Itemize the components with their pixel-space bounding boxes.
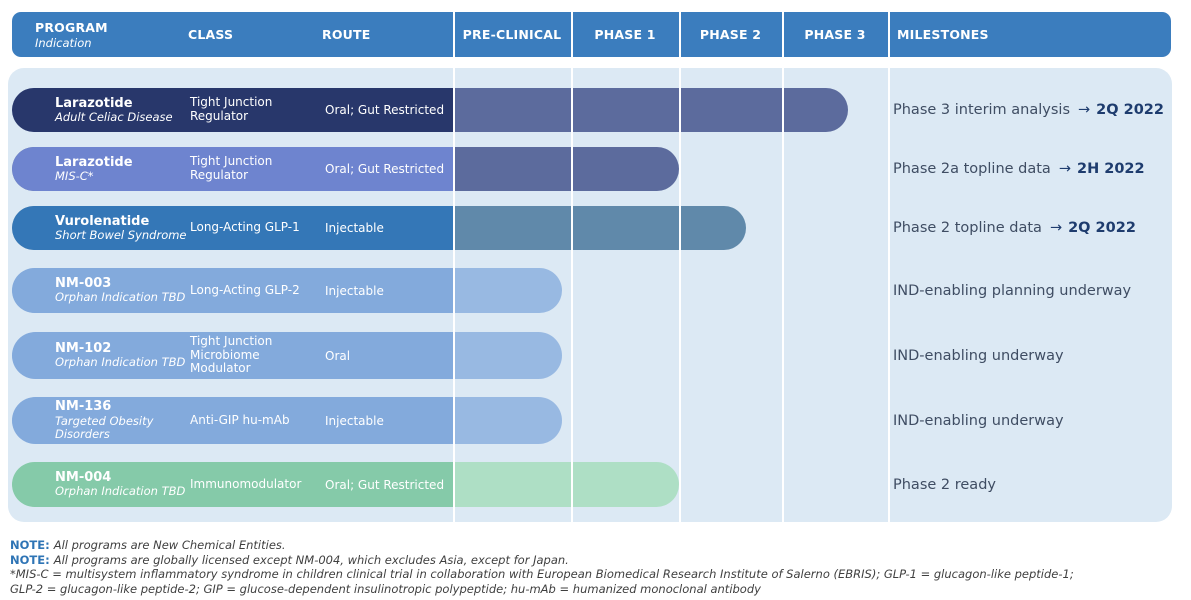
route-cell: Oral; Gut Restricted [325, 162, 445, 176]
program-indication: Adult Celiac Disease [55, 109, 173, 124]
program-pill [12, 147, 453, 191]
program-pill [12, 268, 453, 313]
program-indication: Orphan Indication TBD [55, 290, 186, 305]
program-name: NM-003 [55, 276, 112, 292]
program-indication: MIS-C* [55, 168, 94, 183]
route-cell: Oral; Gut Restricted [325, 103, 445, 117]
note-label: NOTE: [10, 552, 50, 567]
milestone-vurolenatide: Phase 2 topline data → 2Q 2022 [893, 206, 1179, 250]
route-cell: Injectable [325, 413, 384, 428]
column-divider [571, 68, 573, 522]
arrow-right-icon: → [1058, 161, 1071, 177]
milestone-text: Phase 2a topline data [893, 161, 1051, 177]
milestone-date: 2Q 2022 [1096, 102, 1164, 118]
header-milestones-column: MILESTONES [897, 27, 989, 42]
header-divider [571, 12, 573, 57]
program-cell: NM-102 Orphan Indication TBD [55, 332, 191, 379]
route-cell: Injectable [325, 283, 384, 298]
program-indication: Short Bowel Syndrome [55, 227, 187, 242]
class-cell: Tight Junction Regulator [190, 154, 273, 182]
route-cell: Oral; Gut Restricted [325, 477, 445, 492]
program-indication: Orphan Indication TBD [55, 355, 186, 370]
program-indication: Targeted Obesity Disorders [55, 413, 154, 442]
header-divider [888, 12, 890, 57]
header-phase1-column: PHASE 1 [594, 27, 656, 42]
milestone-text: Phase 3 interim analysis [893, 102, 1070, 118]
pipeline-row-nm102: NM-102 Orphan Indication TBD Tight Junct… [12, 332, 562, 379]
program-cell: Vurolenatide Short Bowel Syndrome [55, 206, 191, 250]
milestone-date: 2H 2022 [1076, 161, 1145, 177]
pipeline-row-vurolenatide: Vurolenatide Short Bowel Syndrome Long-A… [12, 206, 746, 250]
program-cell: NM-004 Orphan Indication TBD [55, 462, 191, 507]
class-cell: Immunomodulator [190, 476, 302, 491]
program-pill [12, 462, 453, 507]
header-class-column: CLASS [188, 27, 234, 42]
milestone-larazotide-celiac: Phase 3 interim analysis → 2Q 2022 [893, 88, 1179, 132]
pipeline-header: PROGRAM Indication CLASS ROUTE PRE-CLINI… [12, 12, 1171, 57]
class-cell: Long-Acting GLP-1 [190, 220, 300, 235]
program-name: NM-136 [55, 399, 112, 415]
program-name: NM-102 [55, 341, 112, 357]
header-preclinical-column: PRE-CLINICAL [462, 27, 562, 42]
program-name: Larazotide [55, 95, 133, 111]
route-cell: Injectable [325, 221, 384, 235]
header-divider [782, 12, 784, 57]
milestone-text: Phase 2 topline data [893, 220, 1042, 236]
milestone-nm003: IND-enabling planning underway [893, 268, 1179, 313]
milestone-text: Phase 2 ready [893, 476, 996, 493]
pipeline-row-nm003: NM-003 Orphan Indication TBD Long-Acting… [12, 268, 562, 313]
header-phase3-column: PHASE 3 [804, 27, 866, 42]
column-divider [888, 68, 890, 522]
program-indication: Orphan Indication TBD [55, 484, 186, 499]
milestone-larazotide-misc: Phase 2a topline data → 2H 2022 [893, 147, 1179, 191]
header-divider [679, 12, 681, 57]
arrow-right-icon: → [1078, 102, 1091, 118]
header-program-label: PROGRAM [35, 19, 108, 35]
pipeline-row-larazotide-celiac: Larazotide Adult Celiac Disease Tight Ju… [12, 88, 848, 132]
milestone-nm102: IND-enabling underway [893, 332, 1179, 379]
note-line: GLP-2 = glucagon-like peptide-2; GIP = g… [10, 581, 761, 596]
milestone-text: IND-enabling underway [893, 412, 1064, 429]
program-cell: Larazotide Adult Celiac Disease [55, 88, 191, 132]
header-phase2-column: PHASE 2 [699, 27, 762, 42]
header-program-column: PROGRAM Indication [35, 12, 185, 57]
milestone-text: IND-enabling underway [893, 347, 1064, 364]
pipeline-row-larazotide-misc: Larazotide MIS-C* Tight Junction Regulat… [12, 147, 679, 191]
program-pill [12, 332, 453, 379]
note-line: *MIS-C = multisystem inflammatory syndro… [10, 567, 1074, 581]
column-divider [453, 68, 455, 522]
program-name: Vurolenatide [55, 213, 150, 229]
program-pill [12, 206, 453, 250]
note-label: NOTE: [10, 538, 50, 552]
arrow-right-icon: → [1049, 220, 1063, 236]
column-divider [679, 68, 681, 522]
note-line: NOTE:All programs are New Chemical Entit… [10, 538, 286, 552]
milestone-nm004: Phase 2 ready [893, 462, 1179, 507]
note-line: NOTE:All programs are globally licensed … [10, 552, 569, 567]
class-cell: Long-Acting GLP-2 [190, 282, 300, 297]
program-pill [12, 88, 453, 132]
program-cell: Larazotide MIS-C* [55, 147, 191, 191]
class-cell: Anti-GIP hu-mAb [190, 412, 290, 427]
milestone-nm136: IND-enabling underway [893, 397, 1179, 444]
header-indication-label: Indication [35, 35, 92, 50]
footnotes: NOTE:All programs are New Chemical Entit… [10, 538, 1185, 596]
milestone-date: 2Q 2022 [1068, 220, 1136, 236]
pipeline-row-nm136: NM-136 Targeted Obesity Disorders Anti-G… [12, 397, 562, 444]
program-name: Larazotide [55, 154, 133, 170]
header-route-column: ROUTE [322, 27, 371, 42]
class-cell: Tight Junction Microbiome Modulator [190, 333, 273, 376]
column-divider [782, 68, 784, 522]
program-name: NM-004 [55, 470, 112, 486]
milestone-text: IND-enabling planning underway [893, 282, 1132, 299]
program-pill [12, 397, 453, 444]
program-cell: NM-136 Targeted Obesity Disorders [55, 397, 191, 444]
program-cell: NM-003 Orphan Indication TBD [55, 268, 191, 313]
header-divider [453, 12, 455, 57]
class-cell: Tight Junction Regulator [190, 95, 273, 123]
route-cell: Oral [325, 348, 351, 363]
pipeline-row-nm004: NM-004 Orphan Indication TBD Immunomodul… [12, 462, 679, 507]
